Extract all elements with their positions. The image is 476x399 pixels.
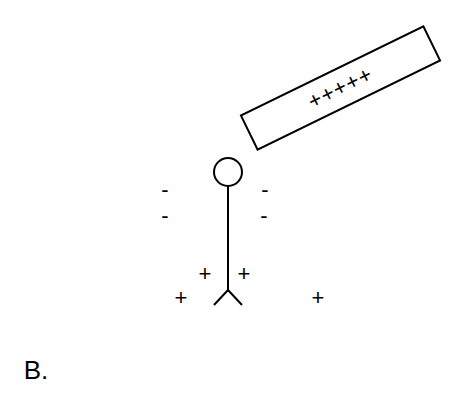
charge-signs: +++++ <box>303 61 377 115</box>
negative-charge: - <box>161 205 168 227</box>
figure-head <box>214 158 242 186</box>
charged-rod: +++++ <box>239 25 441 151</box>
negative-charge: - <box>261 179 268 201</box>
negative-charge: - <box>260 205 267 227</box>
positive-charge: + <box>199 263 212 285</box>
positive-charge: + <box>238 263 251 285</box>
panel-letter: B. <box>24 357 49 383</box>
figure-legs <box>214 290 242 305</box>
positive-charge: + <box>175 287 188 309</box>
figure-body <box>227 186 229 290</box>
negative-charge: - <box>161 179 168 201</box>
positive-charge: + <box>312 287 325 309</box>
